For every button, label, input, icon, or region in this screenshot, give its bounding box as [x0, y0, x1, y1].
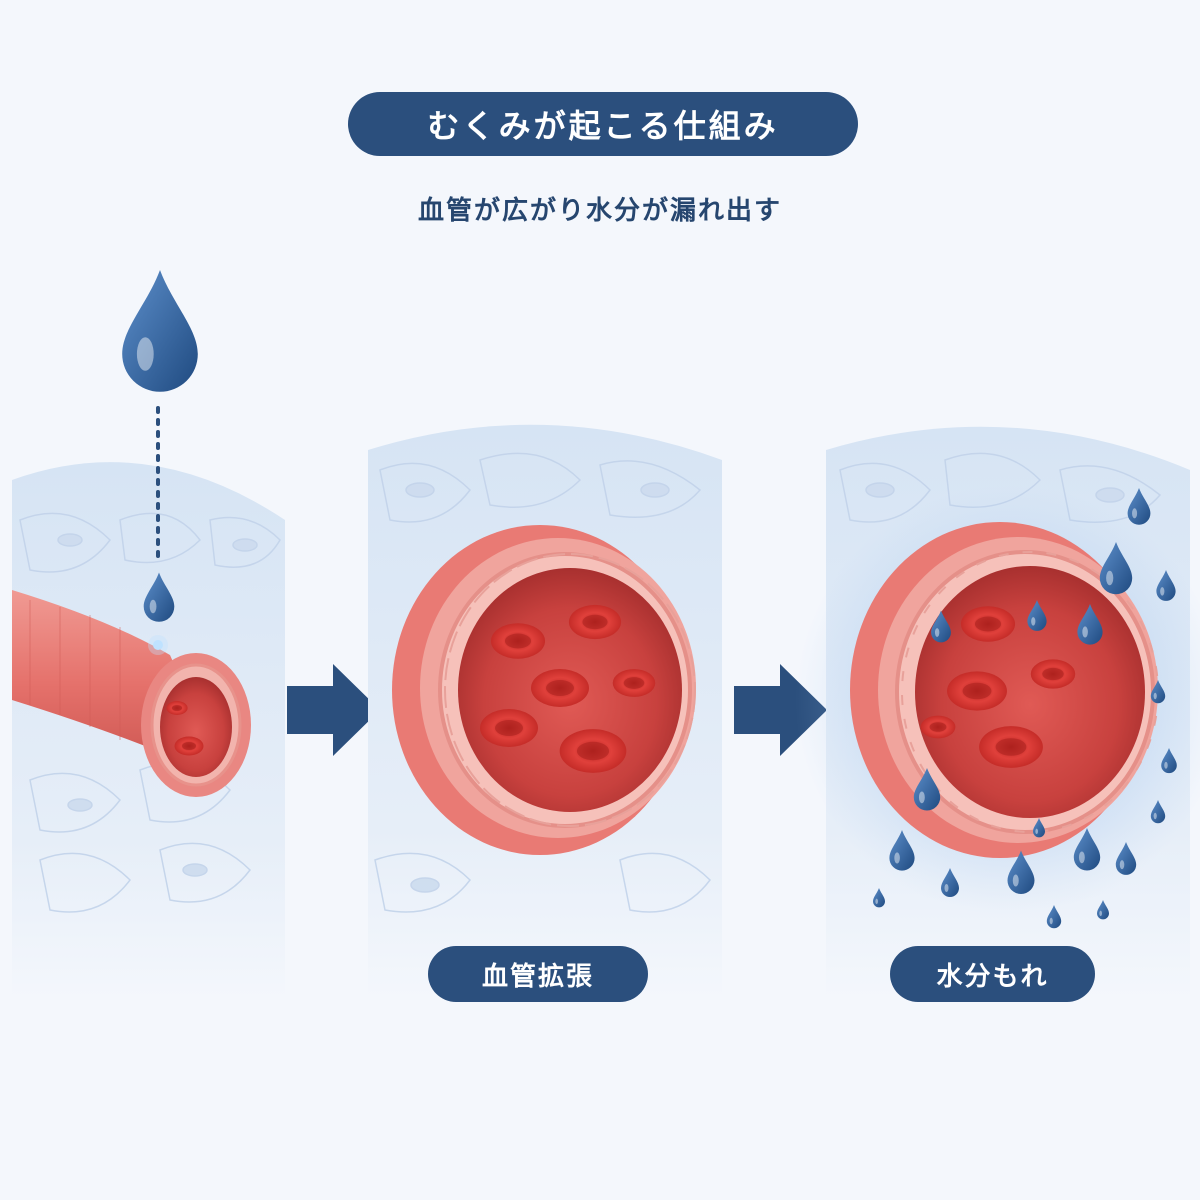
panel-leakage: [795, 426, 1200, 1000]
panel-normal-vessel: [12, 270, 285, 1001]
red-blood-cell-icon: [1030, 659, 1076, 689]
title-banner: むくみが起こる仕組み: [348, 92, 858, 156]
stage-label-text: 水分もれ: [936, 961, 1049, 992]
red-blood-cell-icon: [568, 604, 622, 640]
red-blood-cell-icon: [612, 669, 656, 697]
page-title: むくみが起こる仕組み: [427, 107, 779, 145]
red-blood-cell-icon: [480, 709, 538, 747]
subtitle: 血管が広がり水分が漏れ出す: [417, 196, 782, 226]
red-blood-cell-icon: [490, 623, 546, 659]
red-blood-cell-icon: [960, 606, 1016, 642]
red-blood-cell-icon: [166, 701, 188, 715]
red-blood-cell-icon: [920, 715, 956, 739]
red-blood-cell-icon: [947, 671, 1007, 711]
red-blood-cell-icon: [559, 729, 627, 773]
arrow-right-icon: [287, 664, 380, 756]
red-blood-cell-icon: [531, 669, 589, 707]
red-blood-cell-icon: [174, 736, 204, 756]
stage-label-text: 血管拡張: [481, 961, 594, 992]
arrow-right-icon: [734, 664, 827, 756]
stage-label-dilation: 血管拡張: [428, 946, 648, 1002]
panel-dilation: [368, 424, 722, 1001]
stage-label-leak: 水分もれ: [890, 946, 1095, 1002]
water-drop-icon: [122, 270, 198, 392]
red-blood-cell-icon: [979, 726, 1043, 768]
